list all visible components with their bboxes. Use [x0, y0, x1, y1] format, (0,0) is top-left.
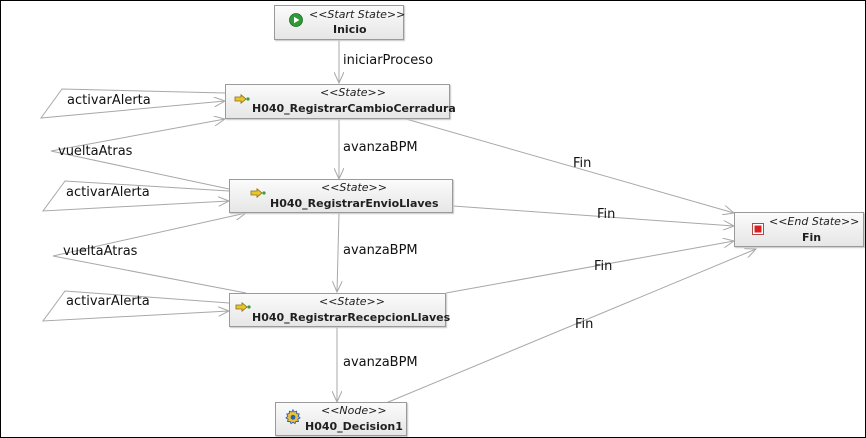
edge-label-avanza-1[interactable]: avanzaBPM: [343, 140, 418, 155]
edge-alerta-2[interactable]: [41, 180, 229, 212]
edge-label-avanza-3[interactable]: avanzaBPM: [343, 355, 418, 370]
decision-node[interactable]: <<Node>> H040_Decision1: [275, 402, 407, 436]
edge-fin-4[interactable]: [385, 249, 756, 404]
edge-label-fin-2[interactable]: Fin: [597, 207, 616, 222]
edge-label-alerta-3[interactable]: activarAlerta: [66, 294, 150, 309]
node-stereotype: <<Start State>>: [309, 8, 406, 21]
edge-fin-1[interactable]: [405, 118, 734, 213]
play-icon: [289, 13, 303, 27]
end-state-node[interactable]: <<End State>> Fin: [734, 212, 864, 247]
node-stereotype: <<End State>>: [769, 215, 860, 228]
edge-vuelta-2[interactable]: [52, 213, 246, 294]
edge-label-alerta-2[interactable]: activarAlerta: [66, 185, 150, 200]
node-name: H040_RegistrarEnvioLlaves: [270, 197, 439, 210]
edge-label-vuelta-2[interactable]: vueltaAtras: [63, 244, 138, 259]
node-name: Inicio: [333, 23, 367, 36]
edge-label-alerta-1[interactable]: activarAlerta: [67, 93, 151, 108]
stop-icon: [752, 223, 764, 235]
node-name: H040_RegistrarCambioCerradura: [252, 102, 456, 115]
edge-alerta-3[interactable]: [41, 290, 229, 322]
node-name: H040_Decision1: [305, 420, 403, 433]
node-stereotype: <<State>>: [319, 295, 385, 308]
node-stereotype: <<State>>: [320, 86, 386, 99]
edge-label-fin-3[interactable]: Fin: [594, 259, 613, 274]
edge-alerta-1[interactable]: [39, 88, 225, 119]
edge-label-avanza-2[interactable]: avanzaBPM: [343, 243, 418, 258]
state-node-recepcion-llaves[interactable]: <<State>> H040_RegistrarRecepcionLlaves: [229, 293, 450, 327]
edge-label-iniciar-proceso[interactable]: iniciarProceso: [343, 53, 434, 68]
edge-label-fin-4[interactable]: Fin: [575, 317, 594, 332]
node-stereotype: <<Node>>: [321, 404, 387, 417]
start-state-node[interactable]: <<Start State>> Inicio: [274, 5, 406, 40]
node-name: H040_RegistrarRecepcionLlaves: [252, 311, 451, 324]
edge-avanza-2[interactable]: [337, 212, 339, 292]
node-name: Fin: [802, 231, 822, 244]
state-arrow-icon: [234, 94, 250, 104]
edge-fin-2[interactable]: [452, 205, 734, 226]
gear-icon: [285, 409, 301, 425]
edge-fin-3[interactable]: [445, 241, 734, 294]
node-stereotype: <<State>>: [321, 181, 387, 194]
state-node-cambio-cerradura[interactable]: <<State>> H040_RegistrarCambioCerradura: [225, 84, 456, 119]
state-arrow-icon: [235, 302, 251, 312]
state-node-envio-llaves[interactable]: <<State>> H040_RegistrarEnvioLlaves: [229, 179, 453, 213]
edge-label-fin-1[interactable]: Fin: [573, 156, 592, 171]
edge-vuelta-1[interactable]: [50, 119, 230, 190]
edge-label-vuelta-1[interactable]: vueltaAtras: [58, 144, 133, 159]
state-arrow-icon: [250, 188, 266, 198]
